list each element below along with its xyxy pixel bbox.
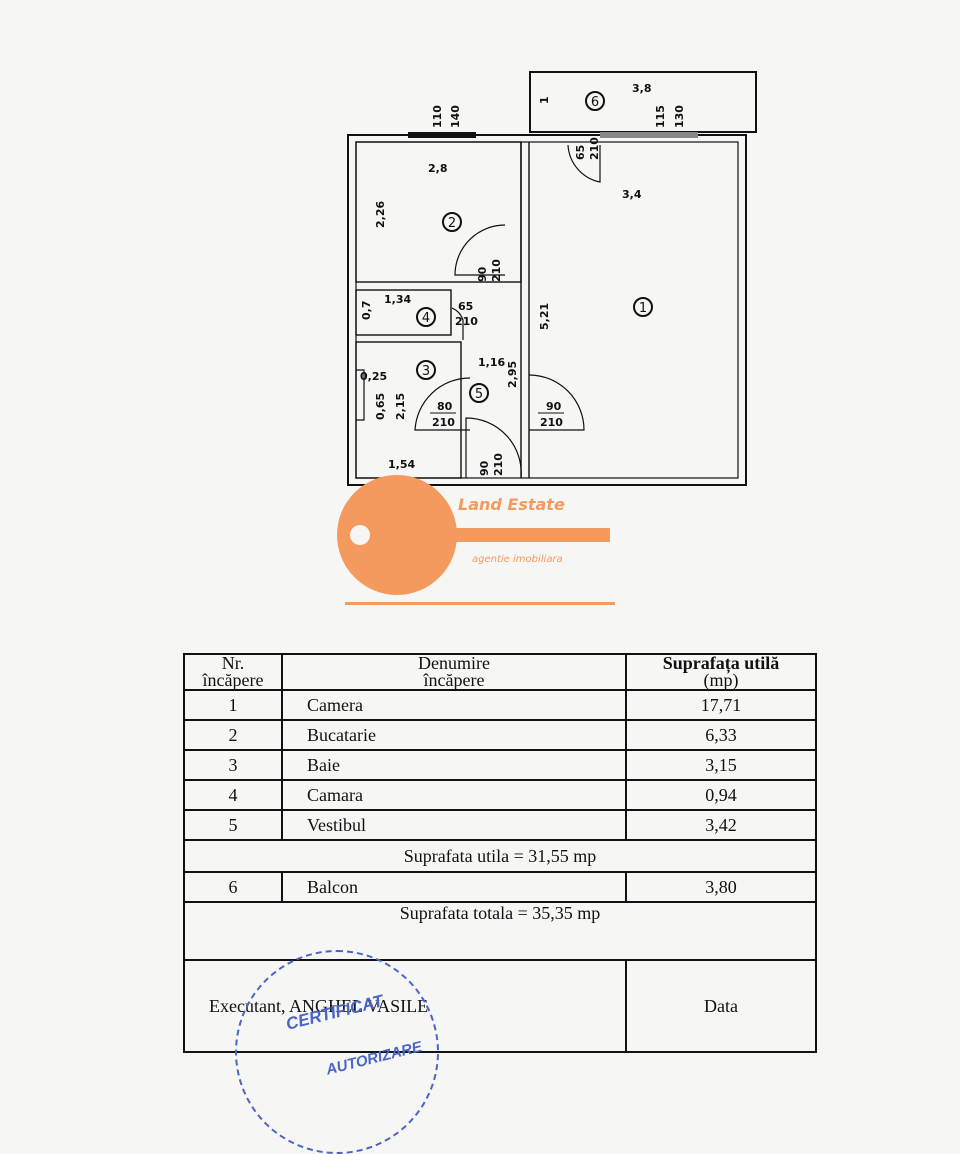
- floor-plan-drawing: 1 2 3 4 5 6 3,8 1 115 130 110 140 65 210…: [337, 71, 757, 605]
- dim-bath-door-a: 80: [437, 400, 453, 413]
- row-area: 0,94: [625, 779, 817, 811]
- useful-total-row: Suprafata utila = 31,55 mp: [183, 839, 817, 873]
- balcony-window: [600, 132, 698, 138]
- floor-plan-document: 1 2 3 4 5 6 3,8 1 115 130 110 140 65 210…: [183, 71, 817, 1154]
- table-row: 3 Baie 3,15: [183, 749, 817, 781]
- dim-hall-length: 2,95: [506, 361, 519, 388]
- room-6-number: 6: [591, 95, 599, 110]
- room-5-number: 5: [475, 387, 483, 402]
- date-label: Data: [625, 959, 817, 1053]
- grand-total: Suprafata totala = 35,35 mp: [183, 901, 817, 961]
- kitchen-door-swing: [454, 224, 506, 276]
- dim-kitchen-width: 2,8: [428, 162, 448, 175]
- dim-pantry-door-b: 210: [455, 315, 478, 328]
- dim-pantry-width: 1,34: [384, 293, 411, 306]
- balcony-row: 6 Balcon 3,80: [183, 871, 817, 903]
- row-area: 3,42: [625, 809, 817, 841]
- pantry-wall: [355, 289, 452, 336]
- row-nr: 2: [183, 719, 283, 751]
- room-3-number: 3: [422, 364, 430, 379]
- row-area: 6,33: [625, 719, 817, 751]
- watermark-brand: Land Estate: [458, 495, 565, 514]
- useful-total: Suprafata utila = 31,55 mp: [183, 839, 817, 873]
- room-1-number: 1: [639, 301, 647, 316]
- dim-pantry-door-a: 65: [458, 300, 473, 313]
- land-estate-watermark: Land Estate agentie imobiliara: [337, 475, 615, 605]
- room-4-marker: [416, 307, 436, 327]
- room-door-swing: [528, 374, 585, 431]
- table-row: 1 Camera 17,71: [183, 689, 817, 721]
- dim-room-door-b: 210: [540, 416, 563, 429]
- dim-bath-door-b: 210: [432, 416, 455, 429]
- dim-balcony-depth: 1: [538, 96, 551, 104]
- bath-door-swing: [414, 377, 471, 431]
- outer-wall: [347, 134, 747, 486]
- room-5-marker: [469, 383, 489, 403]
- room-2-marker: [442, 212, 462, 232]
- grand-total-row: Suprafata totala = 35,35 mp: [183, 901, 817, 961]
- dim-balcony-door-a: 65: [574, 145, 587, 160]
- row-name: Vestibul: [281, 809, 627, 841]
- table-row: 4 Camara 0,94: [183, 779, 817, 811]
- row-nr: 1: [183, 689, 283, 721]
- row-name: Baie: [281, 749, 627, 781]
- row-area: 3,15: [625, 749, 817, 781]
- room-2-number: 2: [448, 216, 456, 231]
- row-name: Camara: [281, 779, 627, 811]
- dim-room-width: 3,4: [622, 188, 642, 201]
- room-1-marker: [633, 297, 653, 317]
- dim-bath-b: 0,65: [374, 393, 387, 420]
- row-nr: 3: [183, 749, 283, 781]
- room-6-marker: [585, 91, 605, 111]
- watermark-tagline: agentie imobiliara: [472, 554, 563, 565]
- dim-hall-width: 1,16: [478, 356, 505, 369]
- dim-bath-width: 1,54: [388, 458, 415, 471]
- dim-balcony-window-b: 130: [673, 105, 686, 128]
- row-name: Balcon: [281, 871, 627, 903]
- row-nr: 5: [183, 809, 283, 841]
- row-nr: 6: [183, 871, 283, 903]
- dim-bath-a: 0,25: [360, 370, 387, 383]
- dim-pantry-depth: 0,7: [360, 301, 373, 321]
- dim-entry-door-a: 90: [478, 460, 491, 476]
- dim-kitchen-depth: 2,26: [374, 201, 387, 228]
- row-area: 3,80: [625, 871, 817, 903]
- table-row: 2 Bucatarie 6,33: [183, 719, 817, 751]
- dim-balcony-window-a: 115: [654, 105, 667, 128]
- row-name: Camera: [281, 689, 627, 721]
- dim-room-length: 5,21: [538, 303, 551, 330]
- dim-kitchen-window-b: 140: [449, 105, 462, 128]
- room-4-number: 4: [422, 311, 430, 326]
- balcony-door-swing: [567, 144, 601, 183]
- balcony-outline: [529, 71, 757, 133]
- kitchen-window: [408, 132, 476, 138]
- dim-room-door-a: 90: [546, 400, 562, 413]
- table-row: 5 Vestibul 3,42: [183, 809, 817, 841]
- header-area: Suprafața utilă(mp): [625, 653, 817, 691]
- dim-balcony-length: 3,8: [632, 82, 652, 95]
- pantry-door-swing: [451, 307, 464, 340]
- dim-bath-depth: 2,15: [394, 393, 407, 420]
- room-3-marker: [416, 360, 436, 380]
- row-nr: 4: [183, 779, 283, 811]
- row-area: 17,71: [625, 689, 817, 721]
- header-nr: Nr.încăpere: [183, 653, 283, 691]
- dim-entry-door-b: 210: [492, 453, 505, 476]
- row-name: Bucatarie: [281, 719, 627, 751]
- dim-kitchen-window-a: 110: [431, 105, 444, 128]
- dim-kitchen-door-a: 90: [476, 266, 489, 282]
- dim-kitchen-door-b: 210: [490, 259, 503, 282]
- entry-door-swing: [465, 417, 522, 479]
- dim-balcony-door-b: 210: [588, 137, 601, 160]
